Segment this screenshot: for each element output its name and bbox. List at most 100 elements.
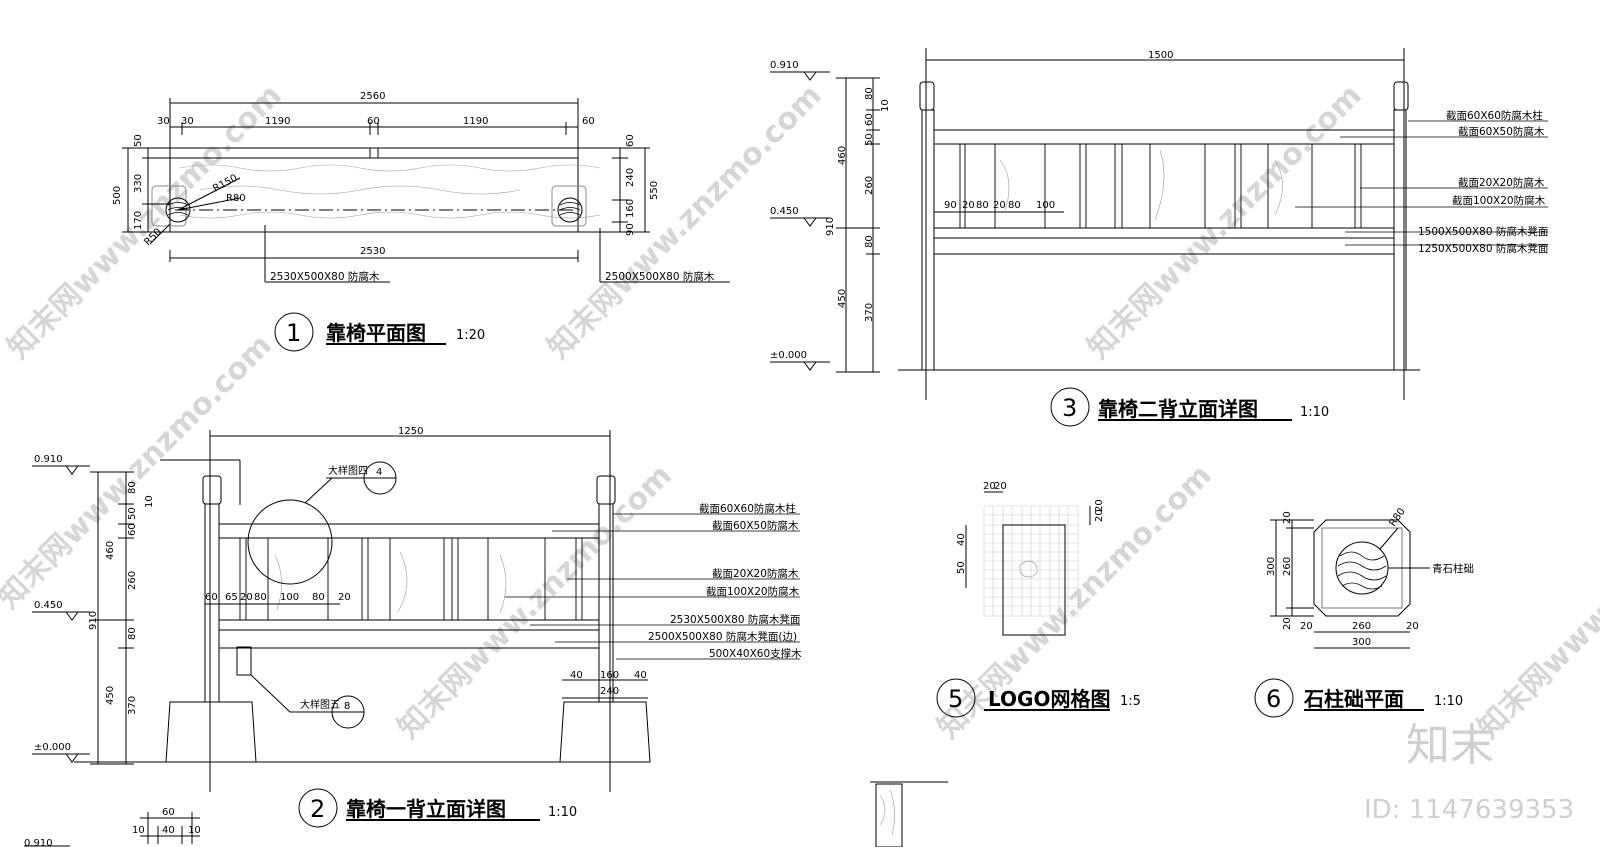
view-number: 1 xyxy=(286,319,301,347)
dim-label: 10 xyxy=(132,825,145,836)
dim-label: 160 xyxy=(625,199,636,218)
material-note: 截面60X50防腐木 xyxy=(712,519,799,532)
dim-label: 50 xyxy=(133,134,144,147)
dim-label: 100 xyxy=(1036,200,1055,211)
view-number: 2 xyxy=(310,795,325,823)
dim-label: 60 xyxy=(864,113,875,126)
material-note: 截面60X50防腐木 xyxy=(1458,125,1545,138)
dim-label: 260 xyxy=(127,571,138,590)
dim-label: 550 xyxy=(649,181,660,200)
dim-label: 10 xyxy=(144,495,155,508)
watermark-text: 知末网www.znzmo.com xyxy=(1081,78,1369,366)
level-label: ±0.000 xyxy=(770,350,807,361)
watermark-text: 知末网www.znzmo.com xyxy=(391,458,679,746)
dim-label: 40 xyxy=(162,825,175,836)
callout-number: 8 xyxy=(344,701,350,712)
view-scale: 1:10 xyxy=(1300,405,1329,420)
elevation-1-view: 1250 0.910 0.450 ±0.000 80 50 60 10 460 … xyxy=(32,426,802,827)
dim-label: 60 xyxy=(205,592,218,603)
dim-label: 910 xyxy=(825,217,836,236)
view-title: 靠椅二背立面详图 xyxy=(1098,397,1258,421)
view-title: 靠椅一背立面详图 xyxy=(346,797,506,821)
view-scale: 1:20 xyxy=(456,328,485,343)
view-scale: 1:10 xyxy=(548,805,577,820)
bench-plan-outline xyxy=(170,148,578,232)
dim-label: 80 xyxy=(254,592,267,603)
material-note: 截面60X60防腐木柱 xyxy=(1446,109,1543,122)
plan-view: 2560 30 30 1190 60 1190 60 500 50 330 17… xyxy=(112,91,730,351)
post xyxy=(205,504,219,702)
radius-label: R80 xyxy=(226,193,246,204)
dim-label: 260 xyxy=(864,176,875,195)
view-title: LOGO网格图 xyxy=(988,687,1110,711)
dim-label: 20 xyxy=(1406,621,1419,632)
dim-label: 20 xyxy=(1282,617,1293,630)
dim-label: 260 xyxy=(1282,557,1293,576)
material-note: 2500X500X80 防腐木凳面(边) xyxy=(648,630,797,643)
dim-label: 20 xyxy=(983,481,996,492)
dim-label: 30 xyxy=(157,116,170,127)
brand-logo: 知末 xyxy=(1406,720,1494,771)
dim-label: 2560 xyxy=(360,91,385,102)
view-number-circle xyxy=(1051,388,1089,426)
logo-grid-view: 20 20 20 20 40 50 5 LOGO网格图 1:5 xyxy=(937,481,1141,717)
image-id: ID: 1147639353 xyxy=(1364,795,1574,825)
back-rail xyxy=(219,524,599,538)
dim-label: 90 xyxy=(625,223,636,236)
material-note: 2530X500X80 防腐木凳面 xyxy=(670,613,800,626)
view-title: 靠椅平面图 xyxy=(326,321,426,345)
dim-label: 1500 xyxy=(1148,50,1173,61)
dim-label: 20 xyxy=(338,592,351,603)
dim-label: 20 xyxy=(1094,509,1105,522)
dim-label: 60 xyxy=(582,116,595,127)
post-section xyxy=(166,198,190,222)
dim-label: 910 xyxy=(88,611,99,630)
dim-label: 450 xyxy=(105,686,116,705)
view-number-circle xyxy=(299,789,337,827)
stone-base-plan-view: 20 300 260 20 20 260 20 300 R80 青石柱础 6 石… xyxy=(1255,506,1474,717)
dim-label: 40 xyxy=(570,670,583,681)
level-label: 0.910 xyxy=(34,454,63,465)
material-note: 截面100X20防腐木 xyxy=(1452,194,1546,207)
level-label: 0.450 xyxy=(34,600,63,611)
dim-label: 370 xyxy=(864,303,875,322)
material-note: 2530X500X80 防腐木 xyxy=(270,270,380,283)
level-label: ±0.000 xyxy=(34,742,71,753)
dim-label: 20 xyxy=(1282,511,1293,524)
callout-label: 大样图五 xyxy=(300,698,340,711)
watermark-text: 知末网www.znzmo.com xyxy=(0,328,279,616)
radius-label: R80 xyxy=(1387,506,1407,528)
post xyxy=(922,110,934,370)
base-outline xyxy=(1314,520,1410,616)
view-number: 3 xyxy=(1062,394,1077,422)
callout-number: 4 xyxy=(376,467,382,478)
dim-label: 50 xyxy=(864,133,875,146)
view-scale: 1:10 xyxy=(1434,694,1463,709)
dim-label: 240 xyxy=(600,686,619,697)
view-title: 石柱础平面 xyxy=(1303,687,1404,711)
dim-label: 80 xyxy=(1008,200,1021,211)
radius-label: R150 xyxy=(211,173,239,195)
dim-label: 90 xyxy=(944,200,957,211)
material-note: 截面20X20防腐木 xyxy=(712,567,799,580)
dim-label: 170 xyxy=(133,211,144,230)
post xyxy=(1394,110,1406,370)
dim-label: 60 xyxy=(127,523,138,536)
view-scale: 1:5 xyxy=(1120,694,1141,709)
dim-label: 80 xyxy=(127,481,138,494)
dim-label: 20 xyxy=(962,200,975,211)
material-note: 500X40X60支撑木 xyxy=(709,647,802,660)
view-number-circle xyxy=(1255,679,1293,717)
dim-label: 80 xyxy=(976,200,989,211)
dim-label: 10 xyxy=(880,99,891,112)
view-number: 5 xyxy=(948,685,963,713)
elevation-2-view: 1500 0.910 0.450 ±0.000 80 10 60 50 460 … xyxy=(770,48,1548,426)
dim-label: 60 xyxy=(162,807,175,818)
dim-label: 20 xyxy=(993,200,1006,211)
level-label: 0.450 xyxy=(770,206,799,217)
stone-base xyxy=(560,702,650,762)
callout-label: 大样图四 xyxy=(328,464,368,477)
dim-label: 80 xyxy=(127,627,138,640)
material-note: 截面60X60防腐木柱 xyxy=(699,502,796,515)
dim-label: 20 xyxy=(994,481,1007,492)
